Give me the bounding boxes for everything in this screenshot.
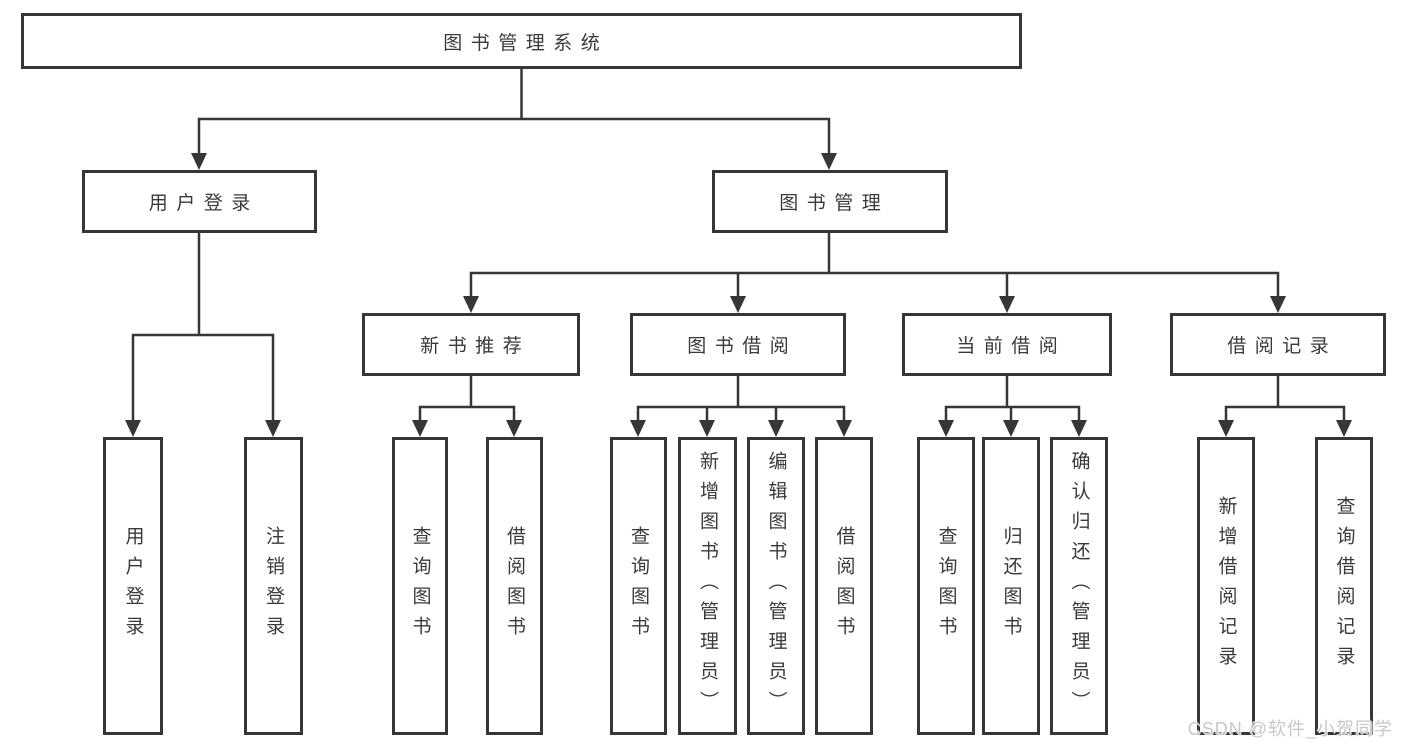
node-book-mgmt-label: 图书管理 xyxy=(779,193,890,214)
node-book-borrow-label: 图书借阅 xyxy=(687,336,798,357)
connector-user-login-split xyxy=(131,231,275,425)
leaf-query-books-3: 查询图书 xyxy=(917,437,975,735)
leaf-edit-book: 编辑图书（管理员） xyxy=(747,437,805,735)
leaf-add-record-label: 新增借阅记录 xyxy=(1215,496,1237,676)
node-borrow-records-label: 借阅记录 xyxy=(1227,336,1338,357)
leaf-borrow-books-2: 借阅图书 xyxy=(815,437,873,735)
connector-root-split xyxy=(197,67,831,158)
leaf-query-books-3-label: 查询图书 xyxy=(935,526,957,646)
node-book-borrow: 图书借阅 xyxy=(630,313,846,376)
node-root-label: 图书管理系统 xyxy=(443,32,609,54)
node-book-mgmt: 图书管理 xyxy=(712,170,948,233)
arrow-down-icon xyxy=(1336,420,1352,437)
leaf-query-books-2: 查询图书 xyxy=(610,437,667,735)
arrow-down-icon xyxy=(1003,420,1019,437)
arrow-down-icon xyxy=(463,296,479,313)
arrowheads xyxy=(125,153,1352,437)
arrow-down-icon xyxy=(191,153,207,170)
leaf-edit-book-label: 编辑图书（管理员） xyxy=(765,451,787,721)
arrow-down-icon xyxy=(125,420,141,437)
leaf-confirm-return: 确认归还（管理员） xyxy=(1050,437,1108,735)
leaf-borrow-books-1: 借阅图书 xyxy=(486,437,543,735)
leaf-user-login-label: 用户登录 xyxy=(122,526,144,646)
connector-new-book-rec-split xyxy=(418,374,516,425)
arrow-down-icon xyxy=(412,420,428,437)
arrow-down-icon xyxy=(938,420,954,437)
node-new-book-rec-label: 新书推荐 xyxy=(420,336,531,357)
arrow-down-icon xyxy=(999,296,1015,313)
leaf-return-book-label: 归还图书 xyxy=(1000,526,1022,646)
arrow-down-icon xyxy=(265,420,281,437)
node-current-borrow: 当前借阅 xyxy=(902,313,1112,376)
leaf-add-book-label: 新增图书（管理员） xyxy=(697,451,718,721)
leaf-query-record: 查询借阅记录 xyxy=(1315,437,1373,735)
arrow-down-icon xyxy=(821,153,837,170)
leaf-add-record: 新增借阅记录 xyxy=(1197,437,1255,735)
connector-current-borrow-split xyxy=(944,374,1081,425)
arrow-down-icon xyxy=(768,420,784,437)
arrow-down-icon xyxy=(699,420,715,437)
node-current-borrow-label: 当前借阅 xyxy=(956,336,1067,357)
leaf-query-books-2-label: 查询图书 xyxy=(628,526,649,646)
connector-book-mgmt-split xyxy=(469,231,1280,301)
leaf-query-record-label: 查询借阅记录 xyxy=(1333,496,1355,676)
leaf-user-login: 用户登录 xyxy=(103,437,163,735)
leaf-borrow-books-1-label: 借阅图书 xyxy=(504,526,525,646)
leaf-return-book: 归还图书 xyxy=(982,437,1040,735)
node-user-login-label: 用户登录 xyxy=(148,193,259,214)
connector-book-borrow-split xyxy=(636,374,846,425)
leaf-add-book: 新增图书（管理员） xyxy=(678,437,737,735)
leaf-borrow-books-2-label: 借阅图书 xyxy=(833,526,855,646)
leaf-query-books-1-label: 查询图书 xyxy=(409,526,431,646)
arrow-down-icon xyxy=(1071,420,1087,437)
arrow-down-icon xyxy=(1218,420,1234,437)
arrow-down-icon xyxy=(730,296,746,313)
leaf-logout-label: 注销登录 xyxy=(263,526,284,646)
arrow-down-icon xyxy=(630,420,646,437)
arrow-down-icon xyxy=(506,420,522,437)
node-root: 图书管理系统 xyxy=(21,13,1022,69)
csdn-watermark: CSDN @软件_小贺同学 xyxy=(1187,719,1393,739)
leaf-confirm-return-label: 确认归还（管理员） xyxy=(1068,451,1090,721)
node-user-login: 用户登录 xyxy=(82,170,317,233)
arrow-down-icon xyxy=(836,420,852,437)
node-borrow-records: 借阅记录 xyxy=(1170,313,1386,376)
connector-borrow-records-split xyxy=(1224,374,1346,425)
arrow-down-icon xyxy=(1270,296,1286,313)
leaf-logout: 注销登录 xyxy=(244,437,303,735)
node-new-book-rec: 新书推荐 xyxy=(362,313,580,376)
leaf-query-books-1: 查询图书 xyxy=(392,437,448,735)
